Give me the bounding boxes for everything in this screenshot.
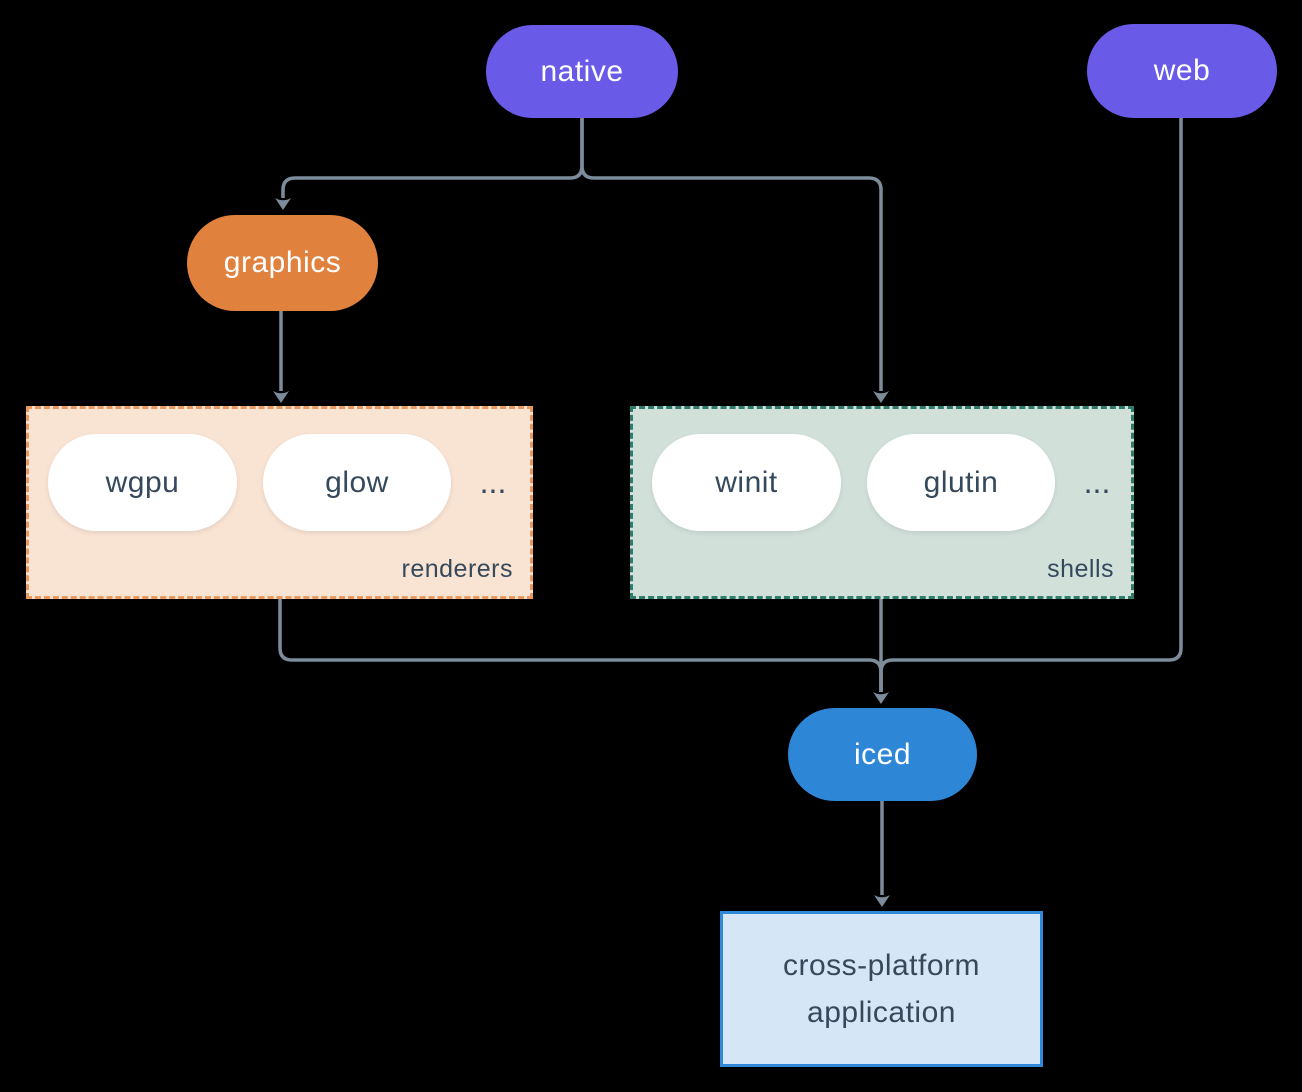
group-renderers: wgpu glow ... renderers — [26, 406, 533, 599]
arrowhead-into-iced — [873, 692, 889, 704]
arrowhead-into-graphics — [275, 198, 291, 210]
node-native-label: native — [540, 54, 624, 88]
arrowhead-into-renderers — [273, 391, 289, 403]
group-shells: winit glutin ... shells — [630, 406, 1134, 599]
node-iced: iced — [788, 708, 977, 801]
edge-native-to-graphics — [281, 118, 584, 198]
node-glutin: glutin — [867, 434, 1055, 531]
node-iced-label: iced — [853, 737, 912, 771]
node-winit: winit — [652, 434, 841, 531]
renderers-ellipsis: ... — [479, 464, 507, 500]
node-native: native — [486, 25, 678, 118]
edge-native-to-shells — [580, 118, 883, 391]
shells-group-label: shells — [1047, 555, 1114, 583]
node-cross-platform-application: cross-platform application — [720, 911, 1043, 1067]
node-glow-label: glow — [325, 465, 389, 499]
edge-renderers-to-iced — [278, 599, 883, 692]
arrowhead-into-application — [874, 895, 890, 907]
arrowhead-into-shells — [873, 391, 889, 403]
application-label-line1: cross-platform — [782, 949, 981, 982]
edge-web-to-iced — [879, 118, 1183, 692]
node-web-label: web — [1153, 54, 1211, 87]
node-web: web — [1087, 24, 1277, 118]
application-label-line2: application — [807, 996, 956, 1029]
node-winit-label: winit — [715, 465, 778, 499]
node-wgpu: wgpu — [48, 434, 237, 531]
node-graphics-label: graphics — [223, 246, 342, 279]
node-wgpu-label: wgpu — [105, 465, 180, 499]
node-glutin-label: glutin — [923, 465, 999, 499]
renderers-group-label: renderers — [401, 555, 513, 583]
node-graphics: graphics — [187, 215, 378, 311]
node-glow: glow — [263, 434, 451, 531]
shells-ellipsis: ... — [1083, 464, 1111, 500]
